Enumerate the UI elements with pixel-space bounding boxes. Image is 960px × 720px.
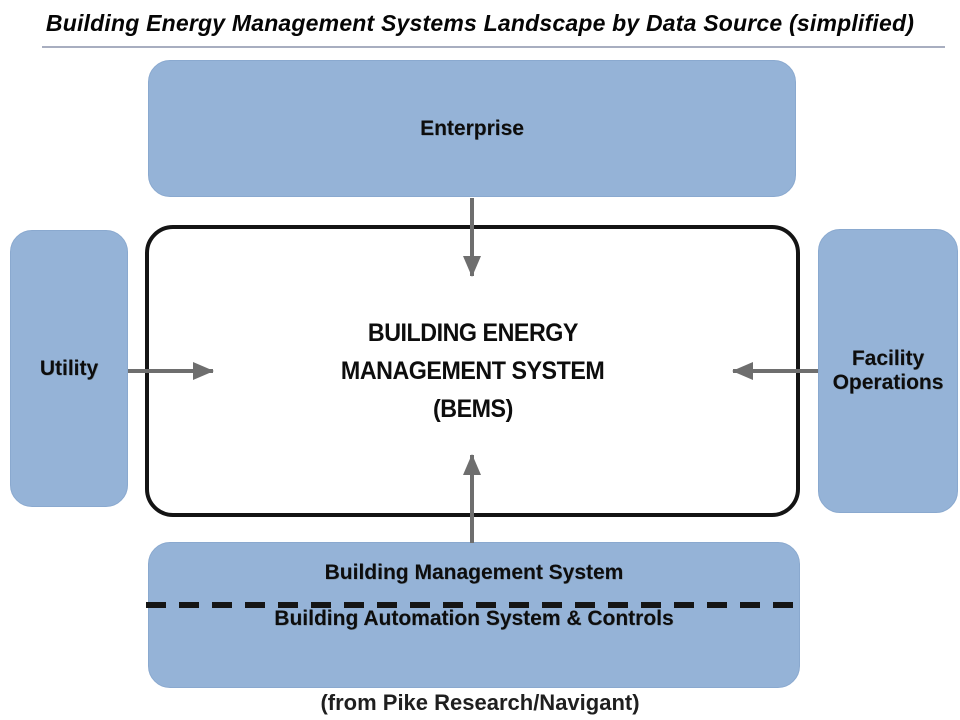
title-underline-rule [42,46,945,48]
source-caption: (from Pike Research/Navigant) [320,690,640,715]
node-utility: Utility [10,230,128,507]
node-enterprise: Enterprise [148,60,796,197]
node-utility-label: Utility [39,356,99,380]
node-enterprise-label: Enterprise [420,116,524,140]
building-automation-system-label: Building Automation System & Controls [274,607,674,630]
node-facility-operations-label: Facility Operations [832,347,944,394]
building-management-system-label: Building Management System [324,561,624,584]
node-building-management-system: Building Management System Building Auto… [148,542,800,688]
dashed-divider-line [146,602,802,608]
bems-label-line2: MANAGEMENT SYSTEM [340,357,605,385]
node-facility-operations: Facility Operations [818,229,958,513]
node-bems: BUILDING ENERGY MANAGEMENT SYSTEM (BEMS) [145,225,800,517]
bems-label-line3: (BEMS) [432,395,513,423]
bems-label-line1: BUILDING ENERGY [367,319,578,347]
diagram-title: Building Energy Management Systems Lands… [45,10,915,36]
